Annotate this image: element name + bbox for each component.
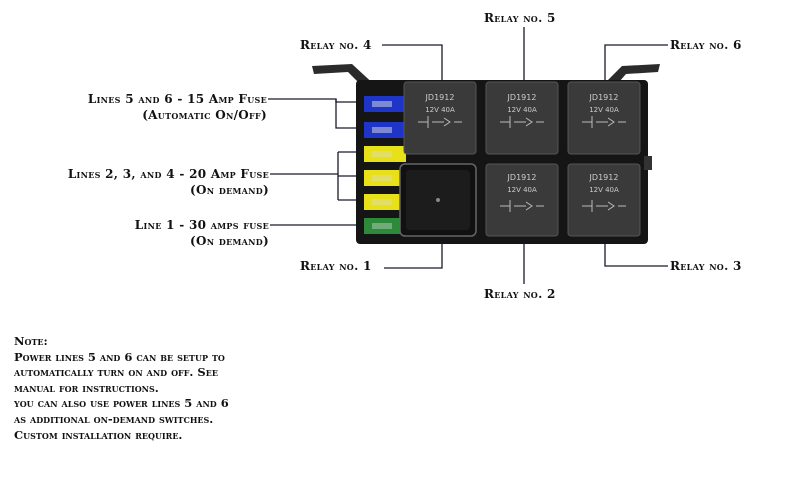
note-line: automatically turn on and off. See [14, 365, 218, 380]
relay-5-label: Relay no. 5 [484, 11, 556, 25]
relay-4-body: JD1912 12V 40A [403, 81, 477, 155]
note-line: Custom installation require. [14, 427, 183, 442]
fuse-green [364, 218, 406, 234]
relay-2-rating: 12V 40A [507, 186, 537, 194]
note-line: as additional on-demand switches. [14, 411, 214, 426]
note-block: Note: Power lines 5 and 6 can be setup t… [14, 334, 229, 443]
relay-2-part: JD1912 [507, 173, 537, 182]
relay-3-label: Relay no. 3 [670, 259, 742, 273]
fuse-label-234-line2: (On demand) [190, 183, 269, 197]
relay-6-label: Relay no. 6 [670, 38, 742, 52]
relay-5-part: JD1912 [507, 93, 537, 102]
relay-4-label: Relay no. 4 [300, 38, 372, 52]
relay-3-body: JD1912 12V 40A [567, 163, 641, 237]
fuse-label-1: Line 1 - 30 amps fuse (On demand) [135, 217, 269, 249]
fuse-label-56-line1: Lines 5 and 6 - 15 Amp Fuse [87, 92, 267, 106]
relay-1-label: Relay no. 1 [300, 259, 372, 273]
note-line: Power lines 5 and 6 can be setup to [14, 349, 225, 364]
relay-2-label: Relay no. 2 [484, 287, 556, 301]
fuse-label-56: Lines 5 and 6 - 15 Amp Fuse (Automatic O… [88, 91, 267, 123]
relay-5-body: JD1912 12V 40A [485, 81, 559, 155]
fuse-label-234: Lines 2, 3, and 4 - 20 Amp Fuse (On dema… [68, 166, 269, 198]
relay-4-part: JD1912 [425, 93, 455, 102]
note-heading: Note: [14, 334, 48, 348]
relay-6-part: JD1912 [589, 93, 619, 102]
note-line: manual for instructions. [14, 380, 159, 395]
fuse-column [364, 96, 406, 234]
fuse-label-56-line2: (Automatic On/Off) [142, 108, 267, 122]
fuse-yellow-1 [364, 146, 406, 162]
fuse-label-1-line1: Line 1 - 30 amps fuse [134, 218, 269, 232]
fuse-yellow-2 [364, 170, 406, 186]
relay-3-part: JD1912 [589, 173, 619, 182]
relay-6-rating: 12V 40A [589, 106, 619, 114]
relay-6-body: JD1912 12V 40A [567, 81, 641, 155]
note-line: you can also use power lines 5 and 6 [14, 396, 229, 411]
relay-6-leader [604, 44, 668, 96]
relay-1-body [399, 163, 477, 237]
relay-4-rating: 12V 40A [425, 106, 455, 114]
relay-2-body: JD1912 12V 40A [485, 163, 559, 237]
relay-5-rating: 12V 40A [507, 106, 537, 114]
fuse-yellow-3 [364, 194, 406, 210]
relay-3-rating: 12V 40A [589, 186, 619, 194]
fuse-relay-box: JD1912 12V 40A JD1912 12V 40A JD1912 12V… [312, 64, 660, 244]
fuse-label-1-line2: (On demand) [190, 234, 269, 248]
fuse-label-234-line1: Lines 2, 3, and 4 - 20 Amp Fuse [67, 167, 269, 181]
